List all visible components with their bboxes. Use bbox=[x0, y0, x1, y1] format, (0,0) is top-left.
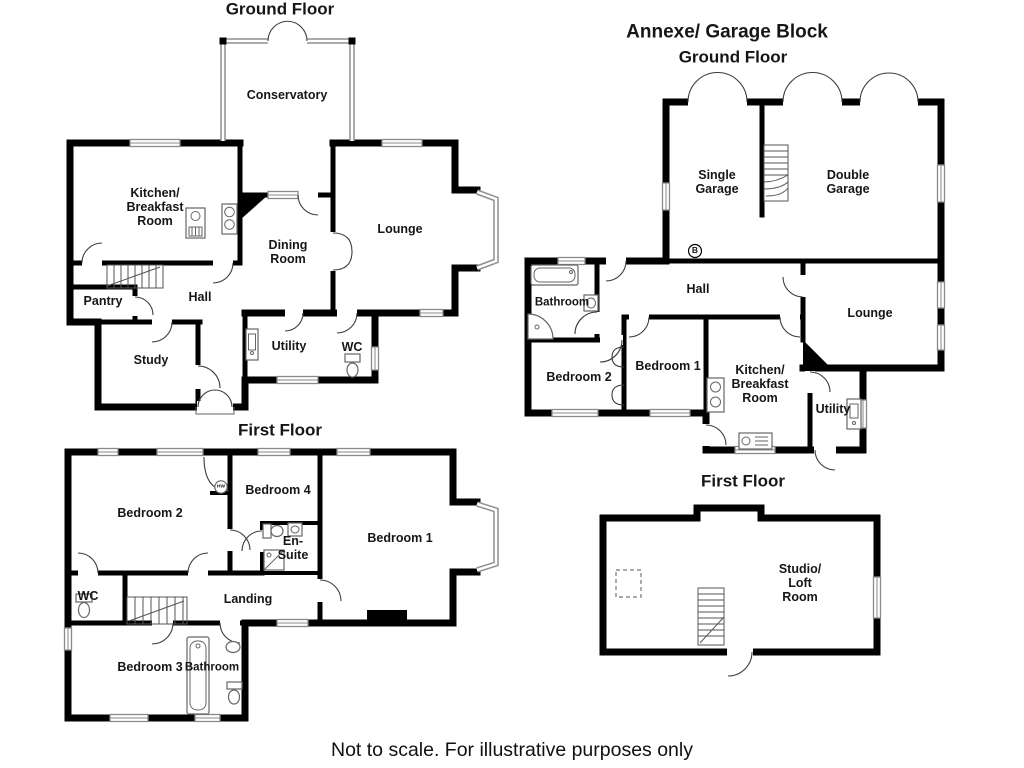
main-ground-door-gaps bbox=[82, 190, 357, 412]
main-ground-windows bbox=[129, 138, 444, 385]
boiler-label: B bbox=[691, 245, 699, 256]
bathroom-fixtures bbox=[186, 636, 243, 715]
utility-sink-icon bbox=[245, 328, 259, 361]
room-label-pantry: Pantry bbox=[83, 294, 123, 308]
room-label-annexe-bedroom-1: Bedroom 1 bbox=[635, 359, 701, 373]
hot-water-cylinder-icon bbox=[214, 480, 228, 494]
room-label-single-garage: Single Garage bbox=[695, 168, 739, 196]
room-label-en-suite: En- Suite bbox=[277, 534, 309, 562]
title-main-ground-floor: Ground Floor bbox=[225, 0, 335, 19]
main-first-door-gaps bbox=[78, 529, 325, 628]
annexe-ground-windows bbox=[551, 164, 946, 455]
rooflight-dashed-outline bbox=[615, 569, 642, 598]
main-first-floor-plan bbox=[63, 447, 499, 723]
room-label-annexe-utility: Utility bbox=[815, 402, 851, 416]
annexe-bathroom-fixtures bbox=[527, 264, 599, 340]
annexe-ground-doors bbox=[574, 71, 919, 471]
room-label-bedroom-3: Bedroom 3 bbox=[117, 660, 183, 674]
main-ground-floor-plan bbox=[66, 20, 499, 415]
room-label-annexe-lounge: Lounge bbox=[847, 306, 893, 320]
room-label-dining-room: Dining Room bbox=[268, 238, 308, 266]
stairs-icon bbox=[763, 144, 789, 202]
fireplace-corner bbox=[803, 340, 831, 368]
annexe-utility-sink-icon bbox=[846, 398, 862, 430]
room-label-bedroom-2: Bedroom 2 bbox=[117, 506, 183, 520]
room-label-annexe-bathroom: Bathroom bbox=[534, 296, 590, 309]
porch-step bbox=[195, 407, 235, 415]
room-label-study: Study bbox=[133, 353, 169, 367]
lounge-bay-window bbox=[476, 189, 499, 271]
title-annexe-ground-floor: Ground Floor bbox=[678, 47, 788, 67]
room-label-landing: Landing bbox=[223, 592, 273, 606]
main-first-windows bbox=[63, 447, 371, 723]
room-label-hall: Hall bbox=[188, 290, 212, 304]
title-main-first-floor: First Floor bbox=[237, 420, 323, 440]
chimney-breast bbox=[367, 610, 407, 623]
room-label-double-garage: Double Garage bbox=[826, 168, 870, 196]
wc-toilet-icon bbox=[75, 593, 93, 619]
room-label-annexe-bedroom-2: Bedroom 2 bbox=[546, 370, 612, 384]
room-label-studio-loft: Studio/ Loft Room bbox=[778, 562, 822, 604]
annexe-ground-door-gaps bbox=[592, 96, 918, 455]
room-label-annexe-kitchen: Kitchen/ Breakfast Room bbox=[731, 363, 789, 405]
disclaimer-text: Not to scale. For illustrative purposes … bbox=[331, 739, 693, 761]
annexe-kitchen-fixtures bbox=[706, 377, 773, 450]
bedroom1-bay-window bbox=[476, 501, 499, 573]
stairs-icon bbox=[126, 596, 188, 625]
room-label-wc-first: WC bbox=[77, 589, 99, 603]
title-annexe-first-floor: First Floor bbox=[700, 471, 786, 491]
room-label-utility: Utility bbox=[271, 339, 307, 353]
conservatory-glass-walls bbox=[219, 37, 356, 141]
room-label-annexe-hall: Hall bbox=[686, 282, 710, 296]
oven-icon bbox=[185, 207, 206, 239]
fireplace-corner bbox=[240, 195, 268, 220]
room-label-bedroom-4: Bedroom 4 bbox=[245, 483, 311, 497]
main-ground-doors bbox=[81, 20, 358, 408]
room-label-bathroom-first: Bathroom bbox=[184, 661, 240, 674]
annexe-first-walls bbox=[599, 504, 881, 656]
main-ground-walls bbox=[66, 139, 481, 411]
loft-door-arc bbox=[727, 651, 753, 677]
title-annexe-block: Annexe/ Garage Block bbox=[626, 21, 828, 43]
room-label-wc: WC bbox=[341, 340, 363, 354]
stairs-icon bbox=[106, 264, 164, 289]
annexe-ground-floor-plan bbox=[524, 71, 946, 471]
room-label-kitchen: Kitchen/ Breakfast Room bbox=[126, 186, 184, 228]
room-label-bedroom-1: Bedroom 1 bbox=[367, 531, 433, 545]
room-label-lounge: Lounge bbox=[377, 222, 423, 236]
annexe-first-floor-plan bbox=[599, 504, 882, 677]
wc-toilet-icon bbox=[344, 353, 361, 378]
hot-water-label: HW bbox=[217, 484, 225, 490]
hob-icon bbox=[221, 203, 238, 235]
ensuite-fixtures bbox=[262, 522, 303, 571]
room-label-conservatory: Conservatory bbox=[246, 88, 328, 102]
boiler-circle-icon bbox=[687, 243, 703, 259]
stairs-icon bbox=[697, 587, 725, 646]
